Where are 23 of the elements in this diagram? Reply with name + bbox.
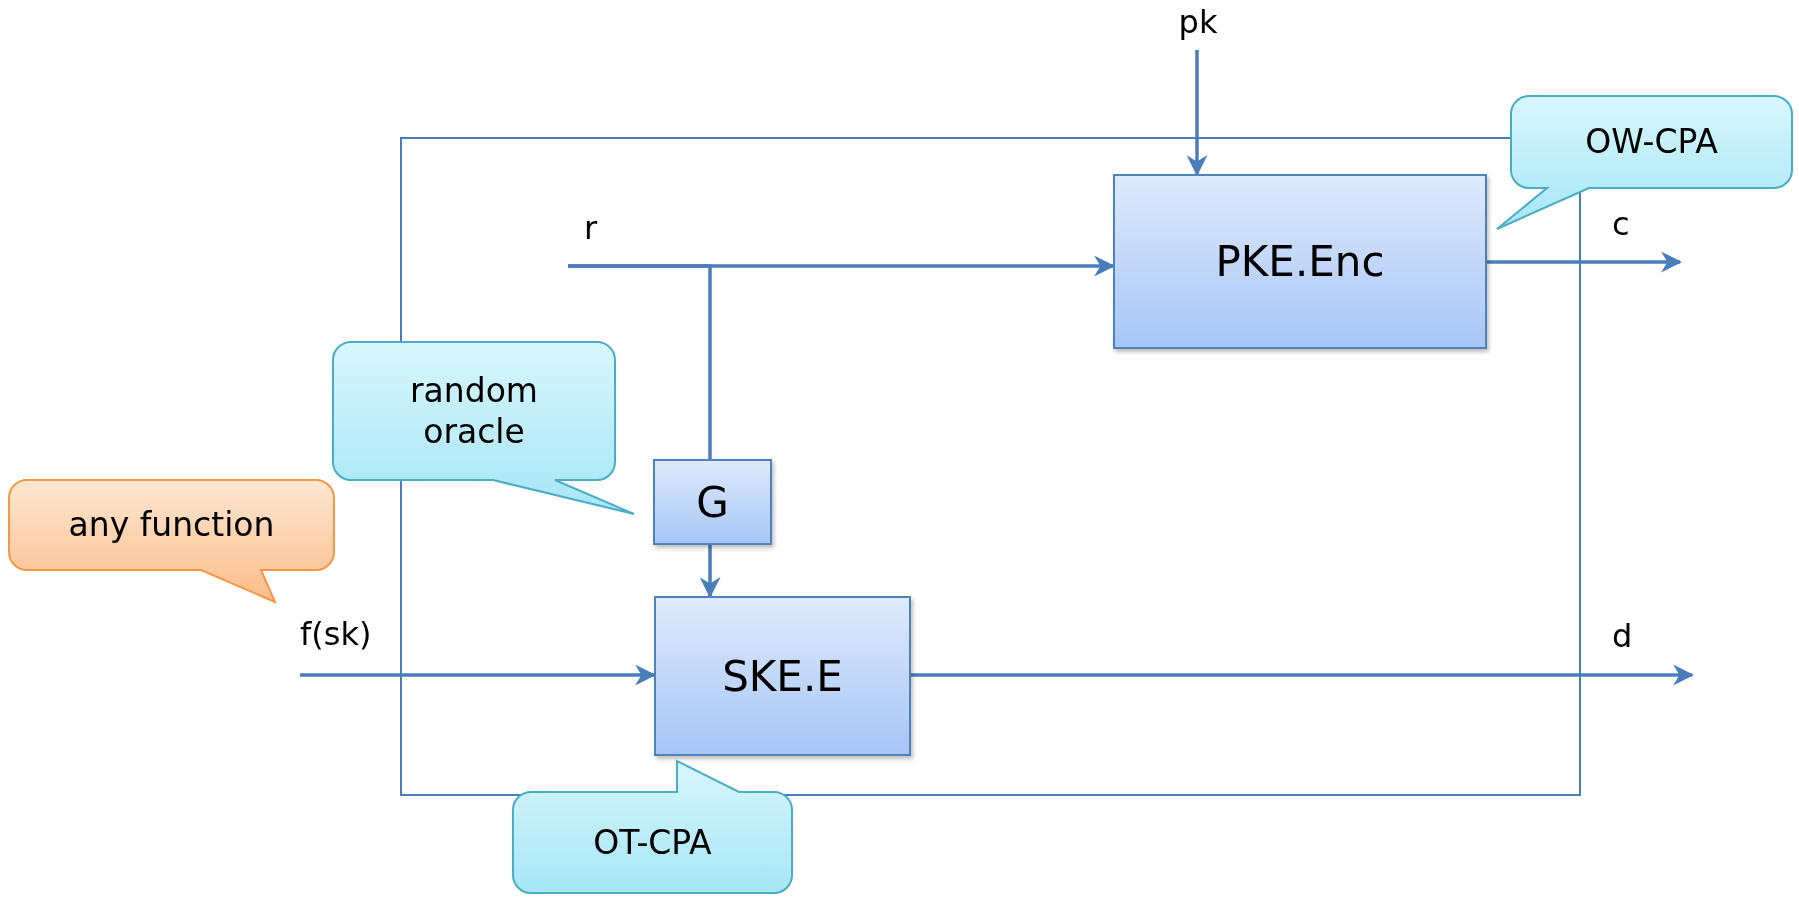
callout-bubble [513,761,792,893]
boundary-box [400,137,1581,796]
arrow [1186,50,1208,177]
process-box [654,596,911,756]
arrow [1487,251,1683,273]
callout-text: OW-CPA [1584,121,1719,164]
callout-text: random oracle [409,369,539,453]
box-label: G [696,477,729,527]
signal-label: pk [1178,6,1218,46]
callout-bubble [333,342,636,516]
box-label: PKE.Enc [1215,237,1385,286]
box-label: SKE.E [722,651,843,701]
signal-label: r [568,212,618,266]
callout-bubble [9,480,334,602]
signal-label: d [1600,620,1692,675]
callout-text: any function [67,504,276,547]
process-box [653,459,772,545]
signal-label: c [1600,208,1680,262]
process-box [1113,174,1487,349]
callout-text: OT-CPA [592,821,713,864]
arrow [699,545,721,599]
arrow [911,664,1695,686]
signal-label: f(sk) [300,618,380,675]
